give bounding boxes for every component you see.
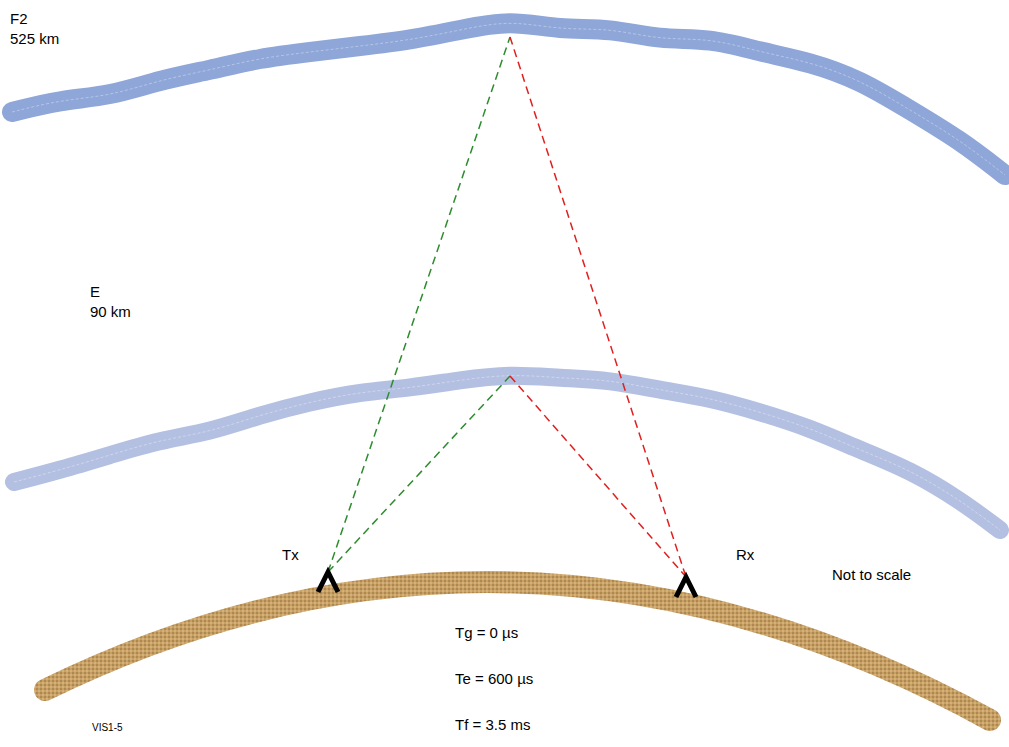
layer-height: 525 km xyxy=(10,30,59,48)
layer-height: 90 km xyxy=(90,303,131,321)
f2-downlink-ray xyxy=(510,37,686,577)
e-uplink-ray xyxy=(328,376,510,572)
layer-name: F2 xyxy=(10,10,28,28)
f2-uplink-ray xyxy=(328,37,510,572)
delay-value: Tf = 3.5 ms xyxy=(455,716,530,734)
e-layer xyxy=(14,376,1000,530)
e-downlink-ray xyxy=(510,376,686,577)
station-label: Tx xyxy=(282,546,299,564)
station-label: Rx xyxy=(736,546,754,564)
delay-value: Te = 600 µs xyxy=(455,670,533,688)
earth-surface xyxy=(45,582,990,720)
layer-name: E xyxy=(90,283,100,301)
scale-note: Not to scale xyxy=(832,566,911,584)
f2-layer-texture xyxy=(12,23,1005,175)
tx-antenna xyxy=(318,572,338,592)
figure-id: VIS1-5 xyxy=(92,722,123,734)
e-layer-texture xyxy=(14,376,1000,530)
rx-antenna xyxy=(676,577,696,597)
delay-value: Tg = 0 µs xyxy=(455,624,518,642)
f2-layer xyxy=(12,23,1005,175)
